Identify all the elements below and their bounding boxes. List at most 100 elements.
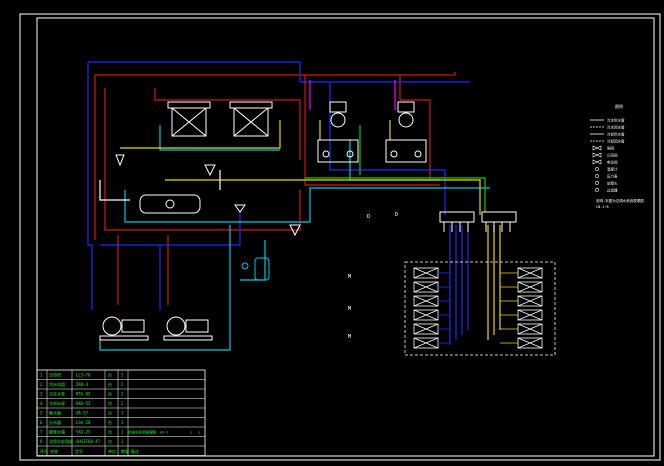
fan-coil-units [413,267,543,349]
title-block-cell: AS-2 [160,431,168,435]
fan-coil-unit [500,281,543,293]
table-cell: KFA-65 [76,392,91,397]
pipe-green-1 [305,177,486,212]
pipe-red-inner [104,88,301,231]
tag-d-1: D [367,214,370,220]
table-cell: 1 [40,373,43,378]
table-cell: SHSIF60-47 [76,439,101,444]
table-cell: 全程水处理器 [49,438,73,444]
fan-coil-unit [500,337,543,349]
legend-item: 电动阀 [592,159,618,165]
table-grid [37,370,205,456]
legend-label: 冷却回水管 [607,139,625,144]
legend-label: 冷却供水管 [607,132,625,137]
table-cell: ZXK-4 [76,382,89,387]
legend-dot-icon [595,181,599,185]
table-cell: 3 [40,392,43,397]
pipe-cyan-main [124,187,490,223]
legend-note-2: LN-1~8 [596,205,609,209]
manifold-left [439,211,475,232]
table-cell: 1 [121,430,124,435]
table-cell: LLS-70 [76,373,91,378]
legend-item: 闸阀 [592,145,615,151]
pipe-blue-lower [100,210,241,246]
pipe-yellow-top [120,120,281,149]
table-cell: 2 [40,382,43,387]
legend-item: 冷冻回水管 [590,125,625,130]
legend-item: 温度计 [595,167,618,172]
pipe-cyan-expansion [240,240,266,281]
fan-coil-unit [500,309,543,321]
table-cell: 台 [108,429,112,435]
legend-dot-icon [595,174,599,178]
pipe-cyan-tower [159,125,280,151]
drawing-frame-outer [19,13,661,461]
table-cell: 冷冻水泵 [49,391,65,397]
legend-item: 冷却供水管 [590,132,625,137]
pump-1 [99,316,149,341]
table-cell: LSA-20 [76,420,91,425]
cooling-tower-1 [167,101,211,137]
legend-item: 止回阀 [592,153,618,158]
legend-valve-icon [592,159,602,165]
legend-label: 冷冻回水管 [607,125,625,130]
table-cell: DXA-53 [76,401,91,406]
fan-coil-unit [413,267,450,279]
title-block-cell: 1 [198,431,200,435]
legend: 图例 冷冻供水管冷冻回水管冷却供水管冷却回水管闸阀止回阀电动阀温度计压力表软接头… [590,103,644,209]
legend-label: 过滤器 [607,188,618,193]
legend-item: 软接头 [595,181,618,186]
table-cell: 8 [40,439,43,444]
drawing-frame-inner [36,17,655,457]
table-cell: 台 [108,419,112,425]
tag-d-2: D [395,212,398,218]
legend-dot-icon [595,188,599,192]
fan-coil-unit [413,281,450,293]
table-cell: 4 [40,401,43,406]
table-border [36,369,206,457]
table-header-cell: 单位 [108,448,116,454]
table-cell: 台 [108,391,112,397]
fan-coil-unit [413,323,450,335]
fan-coil-unit [500,267,543,279]
expansion-tank [241,257,270,281]
table-cell: 冷水机组 [49,381,65,387]
table-cell: 台 [108,372,112,378]
fan-coil-unit [500,295,543,307]
table-cell: 1 [121,439,124,444]
table-cell: 集水器 [49,410,61,416]
table-header-cell: 数量 [121,448,129,454]
pipe-red-tower [154,88,301,160]
table-cell: 6 [40,420,43,425]
table-cell: 2 [121,401,124,406]
legend-note-1: 说明:本图为空调水系统原理图 [596,198,644,203]
legend-label: 电动阀 [607,160,618,165]
legend-title: 图例 [615,103,623,109]
pipe-cyan-lower [99,225,231,351]
table-cell: 台 [108,438,112,444]
table-cell: 分水器 [49,419,61,425]
pipe-red-right [399,75,431,180]
pipe-network [87,61,501,351]
legend-label: 止回阀 [607,153,618,158]
table-cell: 台 [108,400,112,406]
legend-dot-icon [595,167,599,171]
fan-coil-unit [413,295,450,307]
table-cell: 台 [108,410,112,416]
table-cell: 2 [121,382,124,387]
legend-item: 压力表 [595,174,618,179]
tag-m-1: M [348,274,351,280]
legend-item: 冷却回水管 [590,139,625,144]
table-header-cell: 名称 [50,448,58,454]
legend-valve-icon [592,145,602,151]
title-block-cell: 空调水系统原理图 [128,430,156,435]
